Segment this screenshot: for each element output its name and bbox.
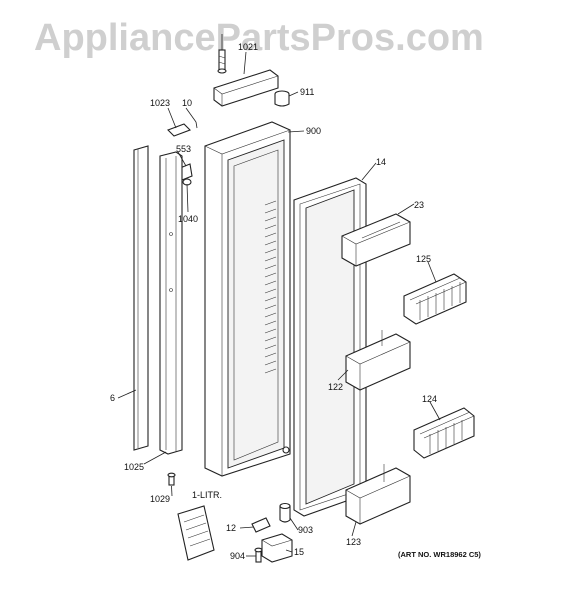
art-number: (ART NO. WR18962 C5) xyxy=(398,550,481,559)
part-904-screw[interactable] xyxy=(254,547,263,563)
part-125-wire-shelf[interactable] xyxy=(403,273,467,325)
callout-125: 125 xyxy=(416,254,431,264)
part-1023-bracket[interactable] xyxy=(167,123,191,137)
part-screw-top[interactable] xyxy=(217,34,227,74)
part-15-bottom-hinge[interactable] xyxy=(261,533,293,563)
callout-1021: 1021 xyxy=(238,42,258,52)
callout-10: 10 xyxy=(182,98,192,108)
callout-15: 15 xyxy=(294,547,304,557)
callout-553: 553 xyxy=(176,144,191,154)
callout-124: 124 xyxy=(422,394,437,404)
callout-122: 122 xyxy=(328,382,343,392)
part-1-litr-literature[interactable] xyxy=(177,505,215,561)
part-124-wire-shelf[interactable] xyxy=(413,407,475,459)
part-900-door-liner[interactable] xyxy=(204,121,291,477)
part-23-door-bin[interactable] xyxy=(341,213,411,267)
callout-1-litr: 1-LITR. xyxy=(192,490,222,500)
part-911-bushing[interactable] xyxy=(274,90,290,107)
part-903-bushing[interactable] xyxy=(279,502,291,523)
callout-911: 911 xyxy=(300,87,314,97)
part-123-door-bin[interactable] xyxy=(345,464,411,525)
part-12-clip[interactable] xyxy=(251,517,271,533)
part-6-door-trim[interactable] xyxy=(133,145,149,451)
callout-1025: 1025 xyxy=(124,462,144,472)
part-122-door-bin[interactable] xyxy=(345,330,411,391)
part-1021-top-cap[interactable] xyxy=(213,69,279,107)
watermark: AppliancePartsPros.com xyxy=(34,17,484,59)
callout-900: 900 xyxy=(306,126,321,136)
callout-1023: 1023 xyxy=(150,98,170,108)
part-14-gasket[interactable] xyxy=(293,177,367,517)
callout-6: 6 xyxy=(110,393,115,403)
callout-903: 903 xyxy=(298,525,313,535)
callout-14: 14 xyxy=(376,157,386,167)
callout-1029: 1029 xyxy=(150,494,170,504)
callout-1040: 1040 xyxy=(178,214,198,224)
part-1029-screw[interactable] xyxy=(167,472,176,486)
callout-23: 23 xyxy=(414,200,424,210)
callout-labels: 1021 911 1023 10 900 553 14 1040 23 125 … xyxy=(110,42,437,561)
callout-123: 123 xyxy=(346,537,361,547)
part-10-pin[interactable] xyxy=(195,121,198,129)
callout-904: 904 xyxy=(230,551,245,561)
part-1025-channel[interactable] xyxy=(159,151,183,455)
callout-12: 12 xyxy=(226,523,236,533)
leader-lines xyxy=(117,51,441,557)
